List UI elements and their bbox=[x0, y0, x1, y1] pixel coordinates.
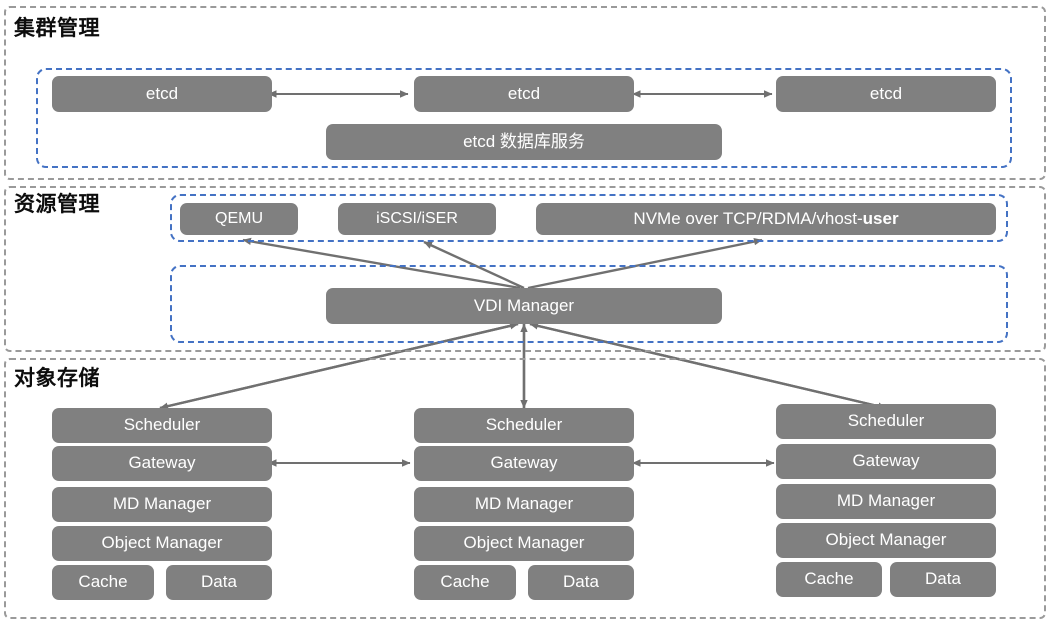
section-object-storage bbox=[4, 358, 1046, 619]
section-title-object-storage: 对象存储 bbox=[14, 367, 100, 390]
protocol-qemu[interactable]: QEMU bbox=[180, 203, 298, 235]
node-middle-data[interactable]: Data bbox=[528, 565, 634, 600]
node-right-scheduler[interactable]: Scheduler bbox=[776, 404, 996, 439]
node-right-data[interactable]: Data bbox=[890, 562, 996, 597]
section-title-resource: 资源管理 bbox=[14, 193, 100, 216]
section-title-cluster: 集群管理 bbox=[14, 17, 100, 40]
node-left-data[interactable]: Data bbox=[166, 565, 272, 600]
node-middle-object-manager[interactable]: Object Manager bbox=[414, 526, 634, 561]
section-resource-management bbox=[4, 186, 1046, 352]
node-right-md-manager[interactable]: MD Manager bbox=[776, 484, 996, 519]
protocol-iscsi-iser[interactable]: iSCSI/iSER bbox=[338, 203, 496, 235]
node-right-cache[interactable]: Cache bbox=[776, 562, 882, 597]
node-left-scheduler[interactable]: Scheduler bbox=[52, 408, 272, 443]
node-left-object-manager[interactable]: Object Manager bbox=[52, 526, 272, 561]
protocol-nvme-label-bold: user bbox=[862, 208, 899, 228]
node-right-object-manager[interactable]: Object Manager bbox=[776, 523, 996, 558]
node-middle-scheduler[interactable]: Scheduler bbox=[414, 408, 634, 443]
group-vdi-manager bbox=[170, 265, 1008, 343]
node-left-gateway[interactable]: Gateway bbox=[52, 446, 272, 481]
node-middle-gateway[interactable]: Gateway bbox=[414, 446, 634, 481]
group-access-protocols bbox=[170, 194, 1008, 242]
node-middle-md-manager[interactable]: MD Manager bbox=[414, 487, 634, 522]
group-etcd-cluster bbox=[36, 68, 1012, 168]
etcd-node-3[interactable]: etcd bbox=[776, 76, 996, 112]
etcd-database-service[interactable]: etcd 数据库服务 bbox=[326, 124, 722, 160]
node-left-cache[interactable]: Cache bbox=[52, 565, 154, 600]
protocol-nvme-label: NVMe over TCP/RDMA/vhost- bbox=[633, 208, 863, 228]
etcd-node-1[interactable]: etcd bbox=[52, 76, 272, 112]
node-right-gateway[interactable]: Gateway bbox=[776, 444, 996, 479]
node-middle-cache[interactable]: Cache bbox=[414, 565, 516, 600]
node-left-md-manager[interactable]: MD Manager bbox=[52, 487, 272, 522]
section-cluster-management bbox=[4, 6, 1046, 180]
etcd-node-2[interactable]: etcd bbox=[414, 76, 634, 112]
vdi-manager[interactable]: VDI Manager bbox=[326, 288, 722, 324]
protocol-nvme-over-fabrics[interactable]: NVMe over TCP/RDMA/vhost-user bbox=[536, 203, 996, 235]
